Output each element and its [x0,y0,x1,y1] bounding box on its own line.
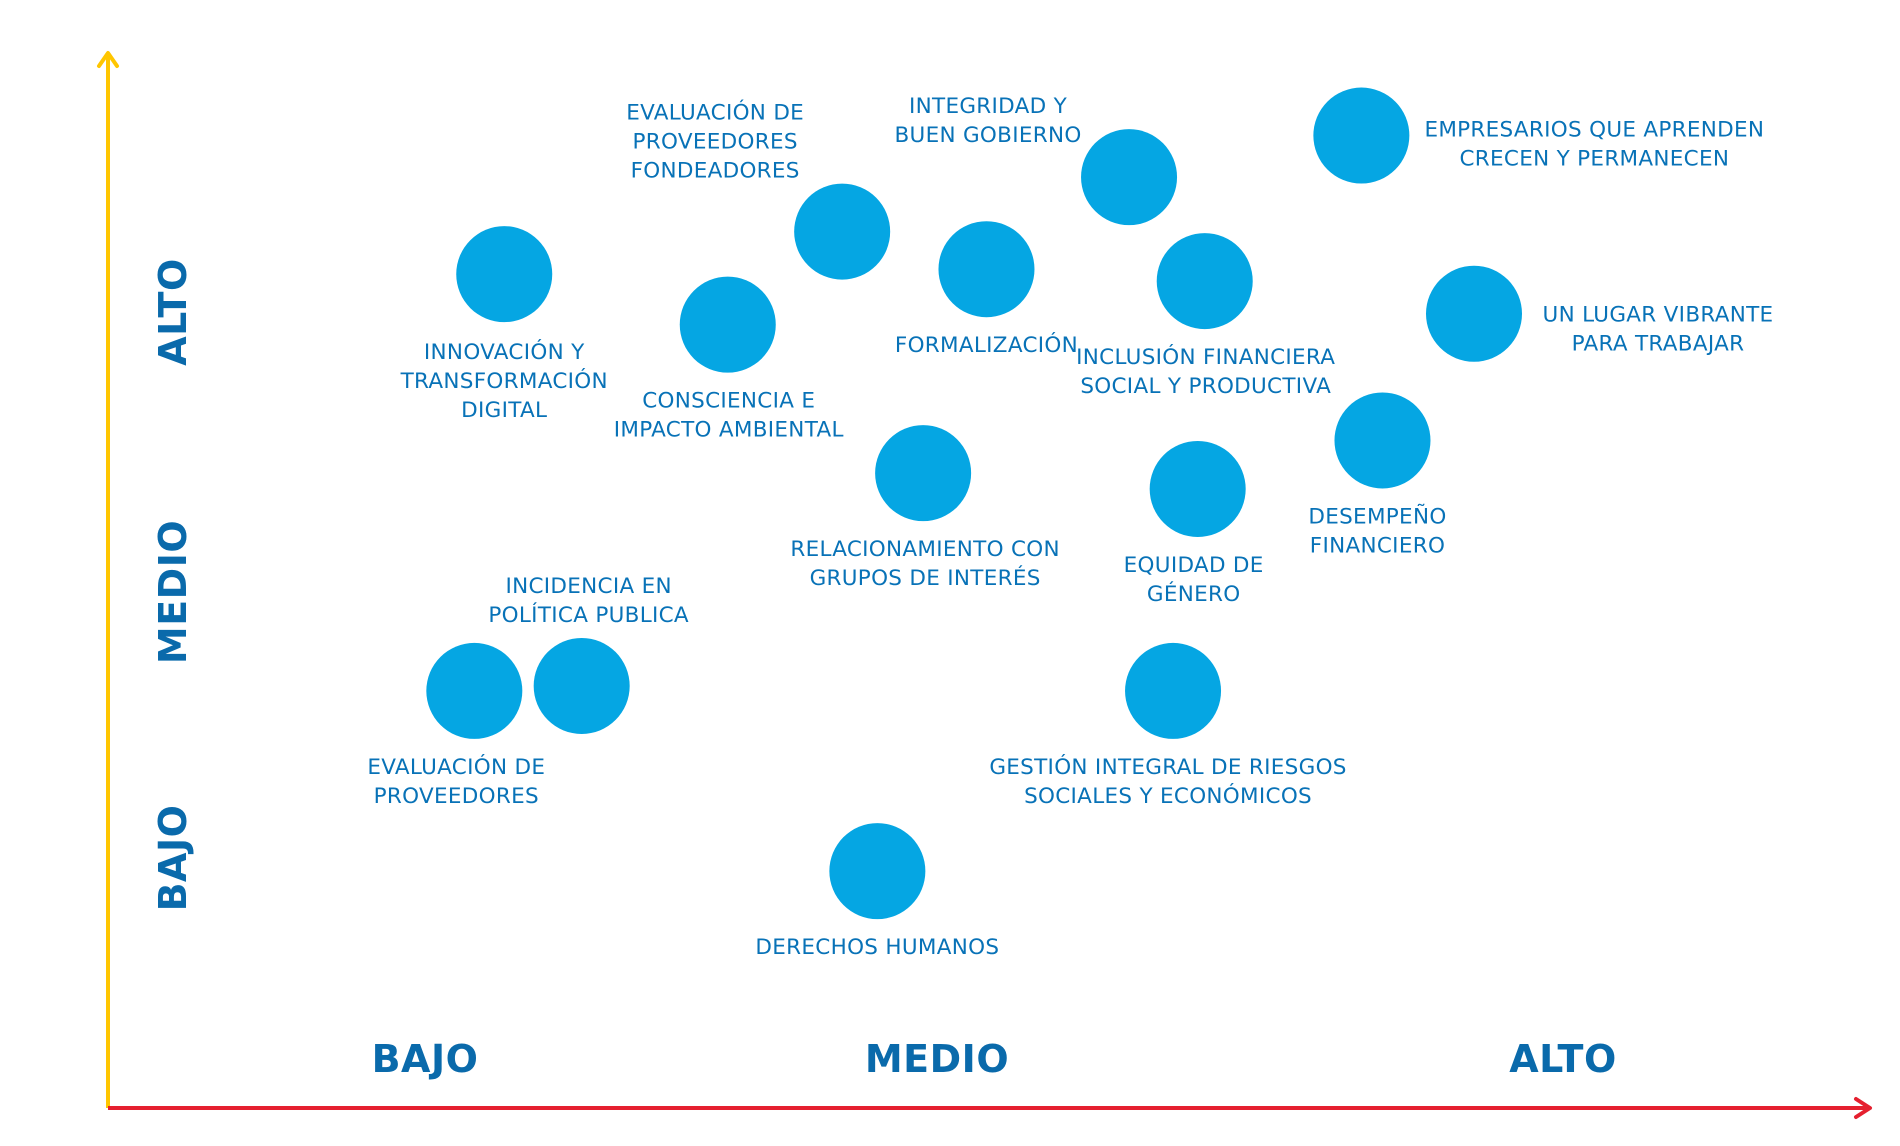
bubble-label-line: GESTIÓN INTEGRAL DE RIESGOS [989,754,1346,780]
bubble-point [938,221,1035,318]
bubble-label-line: SOCIALES Y ECONÓMICOS [1024,783,1312,809]
bubble-label-line: CRECEN Y PERMANECEN [1459,147,1729,172]
bubbles [426,87,1522,920]
bubble-label-line: IMPACTO AMBIENTAL [614,418,844,443]
bubble-labels: INNOVACIÓN Y TRANSFORMACIÓN DIGITAL EVALUAC… [367,94,1773,960]
x-level-label-bajo: BAJO [372,1037,479,1081]
bubble-label: EMPRESARIOS QUE APRENDEN CRECEN Y PERMANE… [1424,118,1764,172]
bubble-point [1313,87,1410,184]
bubble-label: RELACIONAMIENTO CON GRUPOS DE INTERÉS [790,537,1060,591]
bubble-label-line: PROVEEDORES [633,130,798,155]
bubble-point [533,637,630,734]
bubble-point [1081,129,1178,226]
bubble-label: EQUIDAD DE GÉNERO [1124,553,1264,607]
bubble-label-line: INCLUSIÓN FINANCIERA [1076,344,1335,370]
bubble-label-line: DIGITAL [461,398,547,423]
bubble-label-line: FINANCIERO [1310,533,1445,558]
bubble-point [1149,440,1246,537]
bubble-label-line: EVALUACIÓN DE [367,754,545,780]
bubble-label-line: INCIDENCIA EN [505,574,671,599]
x-level-label-medio: MEDIO [865,1037,1009,1081]
bubble-label: DERECHOS HUMANOS [755,935,999,960]
x-axis-arrowhead [1854,1097,1872,1119]
bubble-point [426,642,523,739]
bubble-label: INTEGRIDAD Y BUEN GOBIERNO [894,94,1081,148]
bubble-label: EVALUACIÓN DE PROVEEDORES FONDEADORES [626,100,804,184]
bubble-point [1334,392,1431,489]
bubble-label-line: EMPRESARIOS QUE APRENDEN [1424,118,1764,143]
bubble-point [679,276,776,373]
bubble-label: FORMALIZACIÓN [895,332,1078,358]
bubble-point [875,425,972,522]
bubble-label-line: DERECHOS HUMANOS [755,935,999,960]
x-level-label-alto: ALTO [1509,1037,1617,1081]
bubble-point [794,183,891,280]
bubble-label-line: EQUIDAD DE [1124,553,1264,578]
bubble-label-line: BUEN GOBIERNO [894,123,1081,148]
bubble-label: EVALUACIÓN DE PROVEEDORES [367,754,545,809]
bubble-label-line: INNOVACIÓN Y [424,339,585,365]
y-level-label-alto: ALTO [151,258,195,366]
axes [97,51,1872,1119]
bubble-point [1125,642,1222,739]
bubble-label: INCLUSIÓN FINANCIERA SOCIAL Y PRODUCTIVA [1076,344,1335,399]
axis-levels: BAJO MEDIO ALTO BAJO MEDIO ALTO [151,258,1617,1081]
y-level-label-bajo: BAJO [151,805,195,912]
bubble-label-line: UN LUGAR VIBRANTE [1543,303,1774,328]
bubble-point [1156,233,1253,330]
bubble-label: DESEMPEÑO FINANCIERO [1308,502,1446,558]
bubble-label-line: GÉNERO [1147,581,1241,607]
y-level-label-medio: MEDIO [151,520,195,664]
bubble-label-line: SOCIAL Y PRODUCTIVA [1080,374,1331,399]
bubble-point [1426,265,1522,362]
bubble-point [829,823,926,920]
bubble-label-line: INTEGRIDAD Y [909,94,1068,119]
bubble-label: UN LUGAR VIBRANTE PARA TRABAJAR [1543,303,1774,357]
bubble-label: INCIDENCIA EN POLÍTICA PUBLICA [488,574,689,628]
bubble-label-line: GRUPOS DE INTERÉS [810,565,1041,591]
bubble-label: CONSCIENCIA E IMPACTO AMBIENTAL [614,389,844,443]
bubble-label-line: FONDEADORES [631,159,800,184]
bubble-label: INNOVACIÓN Y TRANSFORMACIÓN DIGITAL [400,339,608,423]
bubble-label-line: DESEMPEÑO [1308,502,1446,529]
y-axis-arrowhead [97,51,119,68]
bubble-point [456,226,553,323]
bubble-label-line: POLÍTICA PUBLICA [488,602,689,628]
bubble-label-line: RELACIONAMIENTO CON [790,537,1060,562]
bubble-label-line: PROVEEDORES [374,784,539,809]
bubble-label-line: TRANSFORMACIÓN [400,368,608,394]
bubble-label-line: CONSCIENCIA E [642,389,815,414]
bubble-label: GESTIÓN INTEGRAL DE RIESGOS SOCIALES Y EC… [989,754,1346,809]
bubble-label-line: FORMALIZACIÓN [895,332,1078,358]
bubble-label-line: EVALUACIÓN DE [626,100,804,126]
bubble-label-line: PARA TRABAJAR [1572,332,1745,357]
